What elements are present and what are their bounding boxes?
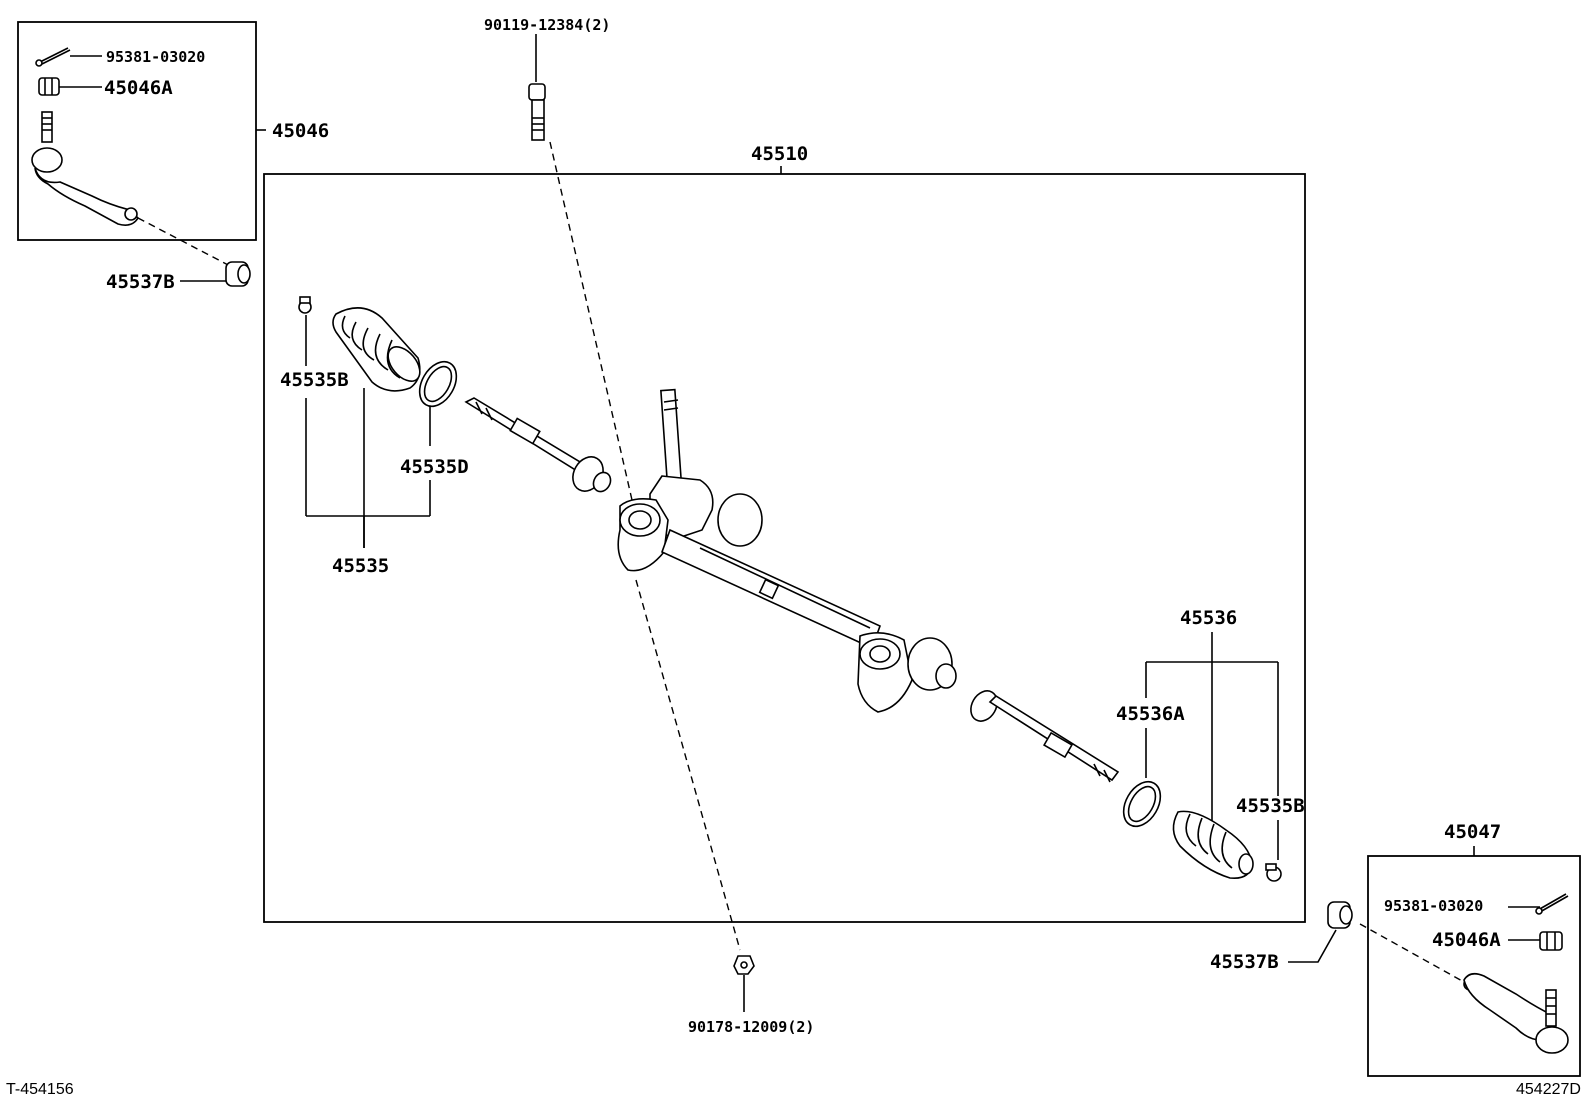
- bottom-nut-label: 90178-12009(2): [688, 1018, 814, 1036]
- steering-rack-housing-icon: [617, 388, 957, 713]
- right-nut-label: 45046A: [1432, 929, 1501, 951]
- left-cotter-pin-icon: [35, 47, 71, 67]
- left-tie-rod-end-label: 45046: [272, 120, 329, 142]
- left-tie-rod-end-box: [17, 21, 257, 241]
- left-bushing-label: 45537B: [106, 271, 175, 293]
- left-boot-clamp-label: 45535B: [280, 369, 349, 391]
- footer-right-code: 454227D: [1516, 1081, 1581, 1098]
- right-boot-clamp-icon: [1265, 863, 1282, 882]
- right-bushing-icon: [1327, 901, 1353, 929]
- bolt-label: 90119-12384(2): [484, 16, 610, 34]
- right-castle-nut-icon: [1539, 931, 1563, 951]
- right-boot-ring-icon: [1122, 780, 1162, 828]
- left-nut-label: 45046A: [104, 77, 173, 99]
- left-boot-icon: [332, 307, 421, 392]
- left-tie-rod-end-icon: [31, 111, 140, 226]
- left-boot-ring-icon: [418, 360, 458, 408]
- bottom-nut-icon: [733, 955, 755, 975]
- right-bushing-label: 45537B: [1210, 951, 1279, 973]
- right-cotter-pin-label: 95381-03020: [1384, 897, 1483, 915]
- right-boot-icon: [1172, 810, 1254, 880]
- assembly-label: 45510: [751, 143, 808, 165]
- left-bushing-icon: [225, 261, 251, 287]
- right-tie-rod-end-box: [1367, 855, 1581, 1077]
- right-boot-clamp-label: 45535B: [1236, 795, 1305, 817]
- right-tie-rod-end-label: 45047: [1444, 821, 1501, 843]
- right-cotter-pin-icon: [1535, 893, 1569, 915]
- left-cotter-pin-label: 95381-03020: [106, 48, 205, 66]
- left-boot-clamp-icon: [298, 296, 312, 314]
- footer-left-code: T-454156: [6, 1081, 74, 1098]
- right-inner-tie-rod-icon: [970, 690, 1120, 783]
- right-tie-rod-end-icon: [1463, 972, 1569, 1054]
- left-inner-tie-rod-icon: [464, 397, 612, 493]
- left-boot-kit-label: 45535: [332, 555, 389, 577]
- right-boot-kit-label: 45536: [1180, 607, 1237, 629]
- assembly-frame: [263, 173, 1306, 923]
- right-boot-ring-label: 45536A: [1116, 703, 1185, 725]
- left-castle-nut-icon: [38, 77, 60, 96]
- left-boot-ring-label: 45535D: [400, 456, 469, 478]
- bolt-icon: [528, 83, 546, 141]
